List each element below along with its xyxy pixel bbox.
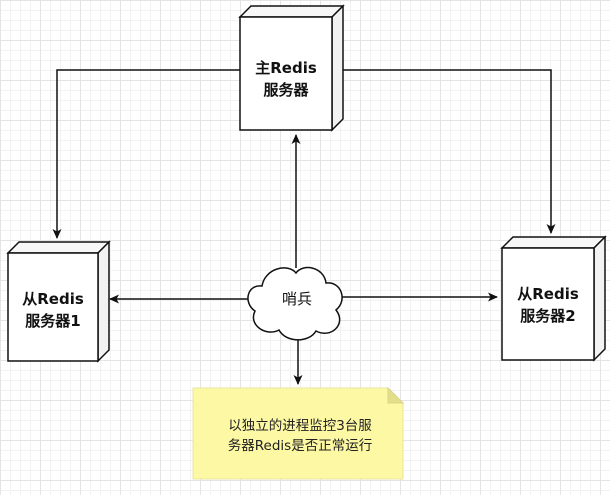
- note-shape: [192, 386, 405, 480]
- slave2-server-box: [500, 235, 607, 362]
- slave1-server-role: 服务器1: [25, 312, 81, 330]
- master-server-box: [238, 4, 345, 132]
- master-server-label: 主Redis 服务器: [240, 57, 332, 101]
- sentinel-label: 哨兵: [281, 290, 312, 308]
- slave2-server-label: 从Redis 服务器2: [502, 283, 594, 327]
- note-line-2: 务器Redis是否正常运行: [227, 438, 373, 454]
- slave1-server-name: 从Redis: [22, 290, 84, 308]
- slave1-server-box: [6, 240, 111, 363]
- slave2-server-role: 服务器2: [520, 307, 576, 325]
- note-text: 以独立的进程监控3台服 务器Redis是否正常运行: [196, 416, 404, 456]
- master-to-slave1-arrow: [52, 69, 240, 239]
- slave1-server-label: 从Redis 服务器1: [8, 288, 98, 332]
- note-line-1: 以独立的进程监控3台服: [228, 418, 372, 434]
- sentinel-cloud: [247, 266, 343, 341]
- master-server-name: 主Redis: [255, 59, 317, 77]
- slave2-server-name: 从Redis: [517, 285, 579, 303]
- master-server-role: 服务器: [263, 81, 309, 99]
- master-to-slave2-arrow: [343, 69, 556, 234]
